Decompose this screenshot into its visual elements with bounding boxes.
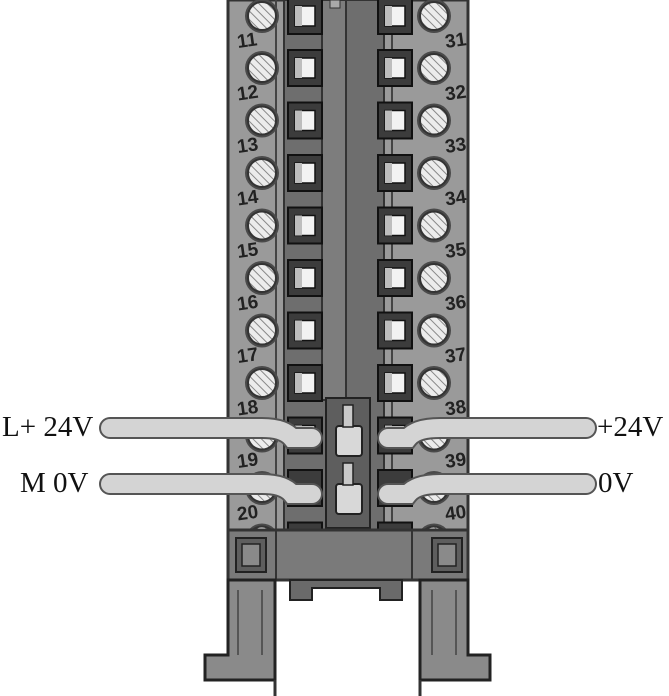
terminal-number-40: 40 — [444, 502, 468, 526]
terminal-number-31: 31 — [444, 29, 468, 53]
wire-label-plus-24v: +24V — [597, 411, 664, 443]
wire-l24 — [99, 417, 323, 449]
wire-0v — [377, 473, 597, 505]
terminal-screw-11[interactable] — [245, 51, 279, 85]
terminal-number-12: 12 — [236, 82, 260, 106]
terminal-screw-34[interactable] — [417, 208, 451, 243]
clamp-window-top-right — [377, 0, 413, 35]
terminal-screw-14[interactable] — [245, 208, 279, 243]
terminal-number-15: 15 — [236, 239, 260, 263]
terminal-screw-16[interactable] — [245, 313, 279, 348]
clamp-window-13 — [287, 154, 323, 192]
wire-m0 — [99, 473, 323, 505]
clamp-window-35 — [377, 259, 413, 297]
clamp-window-32 — [377, 101, 413, 140]
clamp-window-17 — [287, 364, 323, 402]
terminal-number-13: 13 — [236, 134, 260, 158]
terminal-number-37: 37 — [444, 344, 468, 368]
terminal-number-11: 11 — [236, 29, 259, 53]
terminal-screw-15[interactable] — [245, 261, 279, 295]
terminal-number-16: 16 — [236, 292, 260, 316]
clamp-window-12 — [287, 101, 323, 140]
terminal-screw-12[interactable] — [245, 103, 279, 138]
terminal-number-14: 14 — [236, 187, 260, 211]
clamp-window-37 — [377, 364, 413, 402]
terminal-number-17: 17 — [236, 344, 260, 368]
terminal-number-33: 33 — [444, 134, 468, 158]
wires — [99, 417, 597, 505]
clamp-window-33 — [377, 154, 413, 192]
clamp-window-11 — [287, 49, 323, 87]
clamp-window-top-left — [287, 0, 323, 35]
terminal-number-36: 36 — [444, 292, 468, 316]
housing-base — [203, 528, 492, 696]
wire-label-l-plus-24v: L+ 24V — [2, 411, 94, 443]
wire-label-m-0v: M 0V — [20, 467, 89, 499]
clamp-window-16 — [287, 311, 323, 350]
terminal-number-19: 19 — [236, 449, 260, 473]
terminal-number-20: 20 — [236, 502, 260, 526]
clamp-window-14 — [287, 206, 323, 245]
clamp-window-31 — [377, 49, 413, 87]
terminal-screw-37[interactable] — [417, 366, 451, 400]
wire-label-0v: 0V — [598, 467, 634, 499]
terminal-screw-17[interactable] — [245, 366, 279, 400]
terminal-screw-13[interactable] — [245, 156, 279, 190]
terminal-number-32: 32 — [444, 82, 468, 106]
terminal-screw-31[interactable] — [417, 51, 451, 85]
terminal-number-34: 34 — [444, 187, 468, 211]
clamp-window-15 — [287, 259, 323, 297]
jumper-bridge — [325, 397, 371, 529]
terminal-screw-35[interactable] — [417, 261, 451, 295]
terminal-number-18: 18 — [236, 397, 260, 421]
wire-p24 — [377, 417, 597, 449]
terminal-screw-top-right[interactable] — [417, 0, 451, 33]
clamp-window-36 — [377, 311, 413, 350]
clamp-window-34 — [377, 206, 413, 245]
terminal-number-35: 35 — [444, 239, 468, 263]
terminal-screw-32[interactable] — [417, 103, 451, 138]
terminal-screw-36[interactable] — [417, 313, 451, 348]
terminal-screw-33[interactable] — [417, 156, 451, 190]
terminal-number-38: 38 — [444, 397, 468, 421]
terminal-number-39: 39 — [444, 449, 468, 473]
terminal-screw-top-left[interactable] — [245, 0, 279, 33]
